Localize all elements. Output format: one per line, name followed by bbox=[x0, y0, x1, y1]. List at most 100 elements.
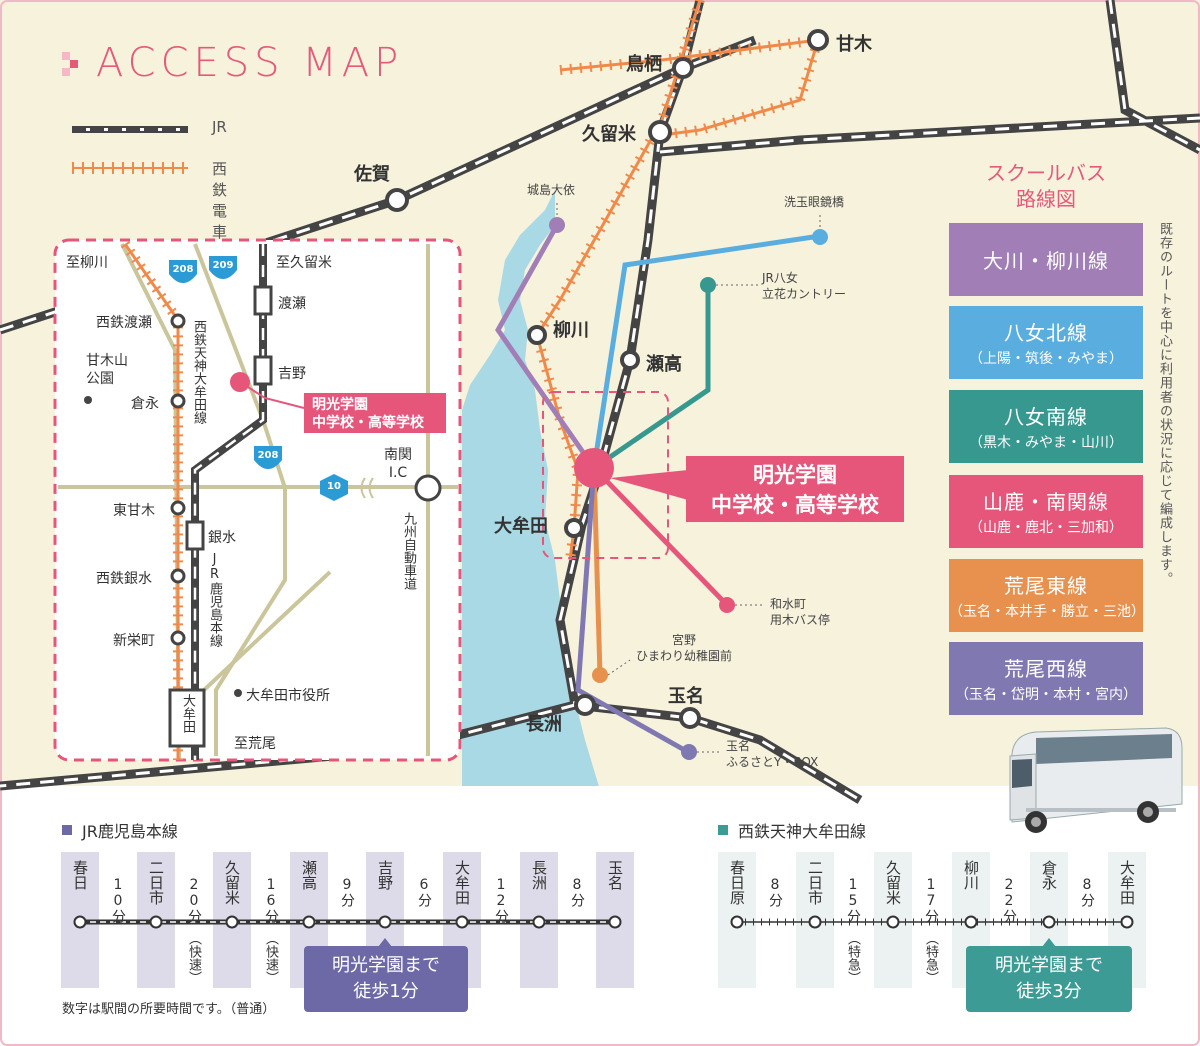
nishitetsu-station-5: 大牟田 bbox=[1118, 860, 1136, 905]
school-pointer bbox=[610, 470, 688, 500]
route-209-label: 209 bbox=[212, 260, 234, 271]
inset-yoshino: 吉野 bbox=[278, 366, 306, 382]
inset-shineimachi: 新栄町 bbox=[113, 633, 155, 649]
jr-type-1: （快速） bbox=[186, 932, 201, 984]
nishitetsu-station-2: 久留米 bbox=[884, 860, 902, 905]
route-208-label: 208 bbox=[172, 264, 194, 275]
inset-ginsui: 銀水 bbox=[208, 530, 236, 546]
inset-to-yanagawa: 至柳川 bbox=[66, 255, 108, 271]
nishitetsu-station-3: 柳川 bbox=[962, 860, 980, 890]
route-shields bbox=[169, 256, 348, 501]
bus-route-yame-north[interactable]: 八女北線 （上陽・筑後・みやま） bbox=[949, 306, 1143, 379]
inset-nishitetsu-ginsui: 西鉄銀水 bbox=[96, 571, 152, 587]
bus-route-arao-east[interactable]: 荒尾東線 （玉名・本井手・勝立・三池） bbox=[949, 559, 1145, 632]
school-marker[interactable] bbox=[574, 448, 614, 488]
jr-timetable-title: JR鹿児島本線 bbox=[62, 818, 178, 842]
route-yame-south bbox=[592, 285, 711, 471]
nishitetsu-time-4: 8分 bbox=[1079, 877, 1095, 907]
inset-map bbox=[53, 238, 462, 762]
route-10-label: 10 bbox=[327, 481, 341, 492]
jr-station-4: 吉野 bbox=[376, 860, 394, 890]
station-label-nagasu: 長洲 bbox=[526, 714, 562, 735]
nishitetsu-walk-note: 明光学園まで 徒歩3分 bbox=[966, 946, 1132, 1012]
jr-station-6: 長洲 bbox=[530, 860, 548, 890]
inset-higashi-amagi: 東甘木 bbox=[113, 503, 155, 519]
inset-nishitetsu-line: 西鉄天神大牟田線 bbox=[191, 320, 206, 424]
station-label-yanagawa: 柳川 bbox=[553, 320, 589, 341]
nishitetsu-timetable-title: 西鉄天神大牟田線 bbox=[718, 818, 866, 842]
bus-routes bbox=[495, 223, 821, 755]
bus-routes-note: 既存のルートを中心に利用者の状況に応じて編成します。 bbox=[1157, 222, 1172, 586]
station-label-tosu: 鳥栖 bbox=[626, 54, 662, 75]
route-208b-label: 208 bbox=[257, 450, 279, 461]
inset-kuranaga: 倉永 bbox=[131, 396, 159, 412]
nishitetsu-station-1: 二日市 bbox=[806, 860, 824, 905]
inset-to-arao: 至荒尾 bbox=[234, 736, 276, 752]
jr-station-0: 春日 bbox=[71, 860, 89, 890]
nishitetsu-time-2: 17分 bbox=[923, 877, 939, 923]
jr-type-2: （快速） bbox=[263, 932, 278, 984]
bus-route-yamaga-nankan[interactable]: 山鹿・南関線 （山鹿・鹿北・三加和） bbox=[949, 475, 1143, 548]
bus-stop-tamana-box: 玉名 ふるさとY・BOX bbox=[726, 739, 819, 769]
inset-jr-line: JR鹿児島本線 bbox=[207, 552, 222, 647]
bus-stop-miyano: 宮野 ひまわり幼稚園前 bbox=[636, 633, 733, 663]
route-yamaga-nankan bbox=[592, 466, 729, 607]
nishitetsu-type-1: （特急） bbox=[845, 932, 860, 984]
station-label-omuta: 大牟田 bbox=[494, 516, 548, 537]
inset-to-kurume: 至久留米 bbox=[276, 255, 332, 271]
bus-route-okawa-yanagawa[interactable]: 大川・柳川線 bbox=[949, 223, 1143, 296]
bus-stop-nagomi: 和水町 用木バス停 bbox=[770, 597, 831, 627]
jr-station-5: 大牟田 bbox=[453, 860, 471, 905]
bus-stop-dots bbox=[549, 217, 828, 760]
inset-nishitetsu-wase: 西鉄渡瀬 bbox=[96, 315, 152, 331]
station-label-kurume: 久留米 bbox=[582, 124, 636, 145]
inset-nankan-ic: 南関 I.C bbox=[384, 447, 412, 481]
jr-time-2: 16分 bbox=[263, 877, 279, 923]
station-label-tamana: 玉名 bbox=[668, 686, 704, 707]
nishitetsu-station-0: 春日原 bbox=[728, 860, 746, 905]
bus-route-arao-west[interactable]: 荒尾西線 （玉名・岱明・本村・宮内） bbox=[949, 642, 1143, 715]
jr-walk-pointer bbox=[378, 938, 392, 947]
jr-station-3: 瀬高 bbox=[300, 860, 318, 890]
nishitetsu-type-2: （特急） bbox=[923, 932, 938, 984]
jr-station-1: 二日市 bbox=[147, 860, 165, 905]
nishitetsu-time-3: 22分 bbox=[1001, 877, 1017, 923]
nishitetsu-time-1: 15分 bbox=[845, 877, 861, 923]
route-okawa-yanagawa bbox=[495, 223, 597, 470]
jr-time-1: 20分 bbox=[186, 877, 202, 923]
station-label-saga: 佐賀 bbox=[354, 164, 390, 185]
page-title: ACCESS MAP bbox=[62, 40, 403, 86]
timetable-note: 数字は駅間の所要時間です。（普通） bbox=[62, 1002, 276, 1017]
jr-station-2: 久留米 bbox=[223, 860, 241, 905]
inset-school-marker[interactable] bbox=[230, 372, 250, 392]
title-text: ACCESS MAP bbox=[96, 40, 404, 86]
bus-routes-title: スクールバス 路線図 bbox=[986, 161, 1106, 211]
inset-wase: 渡瀬 bbox=[278, 296, 306, 312]
inset-amagiyama: 甘木山 公園 bbox=[86, 353, 128, 387]
route-arao-west bbox=[575, 467, 690, 755]
school-label: 明光学園 中学校・高等学校 bbox=[686, 456, 904, 522]
inset-expressway: 九州自動車道 bbox=[401, 512, 416, 590]
bus-stop-jojima: 城島大依 bbox=[527, 183, 576, 197]
bus-stop-jr-yame: JR八女 立花カントリー bbox=[762, 271, 847, 301]
inset-school-label: 明光学園 中学校・高等学校 bbox=[304, 393, 446, 433]
route-yame-north bbox=[591, 233, 821, 469]
title-mark-icon bbox=[62, 48, 86, 78]
bus-route-yame-south[interactable]: 八女南線 （黒木・みやま・山川） bbox=[949, 390, 1143, 463]
nankan-ic-marker bbox=[414, 474, 442, 502]
inset-jr-stations bbox=[168, 285, 273, 748]
jr-timetable-line bbox=[73, 915, 622, 929]
station-markers bbox=[385, 29, 829, 729]
jr-time-6: 8分 bbox=[569, 877, 585, 907]
inset-jr-line bbox=[191, 244, 267, 760]
jr-time-3: 9分 bbox=[339, 877, 355, 907]
inset-nishitetsu-stations bbox=[170, 313, 186, 646]
nishitetsu-time-0: 8分 bbox=[767, 877, 783, 907]
jr-time-0: 10分 bbox=[110, 877, 126, 923]
station-label-setaka: 瀬高 bbox=[646, 354, 682, 375]
bus-stop-araitama: 洗玉眼鏡橋 bbox=[784, 195, 845, 209]
nishitetsu-timetable-line bbox=[730, 915, 1134, 929]
jr-walk-note: 明光学園まで 徒歩1分 bbox=[304, 946, 468, 1012]
jr-time-4: 6分 bbox=[416, 877, 432, 907]
school-bus-icon bbox=[1009, 727, 1183, 833]
